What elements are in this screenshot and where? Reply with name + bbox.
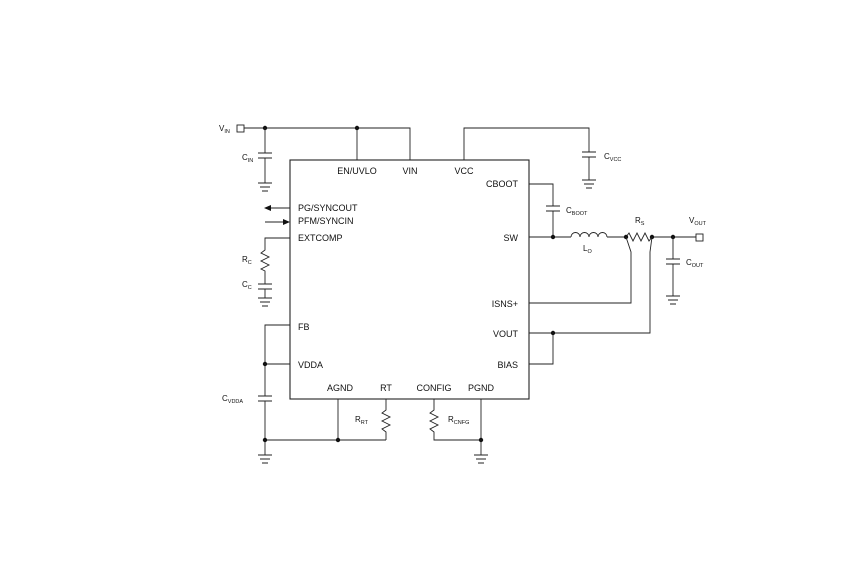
rcnfg-label: RCNFG: [448, 415, 469, 426]
vout-port-label: VOUT: [689, 216, 707, 227]
pin-rt: RT: [380, 383, 392, 393]
extcomp-network: [258, 237, 290, 298]
fb-vdda-wiring: [258, 324, 290, 455]
cvdda-label: CVDDA: [222, 394, 243, 405]
vin-label: VIN: [219, 124, 230, 135]
pin-config: CONFIG: [417, 383, 452, 393]
pin-cboot: CBOOT: [486, 179, 519, 189]
pin-sw: SW: [504, 233, 519, 243]
ground-icon: [258, 454, 272, 464]
vout-sense-wiring: [529, 236, 653, 365]
cvcc-wiring: [463, 127, 596, 180]
resistor-rs: [623, 231, 696, 243]
pin-pg-syncout: PG/SYNCOUT: [298, 203, 358, 213]
cin-label: CIN: [242, 153, 253, 164]
ground-icon: [666, 295, 680, 305]
inductor-lo: [570, 232, 626, 238]
cc-label: CC: [242, 280, 252, 291]
pin-vcc: VCC: [454, 166, 474, 176]
pg-syncout-arrow: [264, 205, 290, 211]
pin-pfm-syncin: PFM/SYNCIN: [298, 216, 354, 226]
rc-label: RC: [242, 255, 252, 266]
pin-bias: BIAS: [497, 360, 518, 370]
vin-port: [236, 124, 245, 133]
sw-node-wiring: [529, 234, 571, 240]
pin-en-uvlo: EN/UVLO: [337, 166, 377, 176]
ground-icon: [258, 182, 272, 192]
pin-vin: VIN: [402, 166, 417, 176]
cout-label: COUT: [686, 258, 704, 269]
pin-fb: FB: [298, 322, 310, 332]
cvcc-label: CVCC: [604, 152, 621, 163]
pin-agnd: AGND: [327, 383, 354, 393]
vin-wiring: [244, 125, 411, 160]
pin-vdda: VDDA: [298, 360, 323, 370]
pin-extcomp: EXTCOMP: [298, 233, 343, 243]
pin-vout: VOUT: [493, 329, 519, 339]
cin-capacitor: [258, 128, 272, 183]
cout-capacitor: [666, 237, 680, 296]
rs-label: RS: [635, 216, 645, 227]
isns-sense-wiring: [529, 236, 632, 304]
agnd-rt-wiring: [262, 399, 392, 443]
rrt-label: RRT: [355, 415, 369, 426]
pin-pgnd: PGND: [468, 383, 495, 393]
ground-icon: [582, 179, 596, 189]
pin-isns: ISNS+: [492, 299, 518, 309]
cboot-wiring: [529, 183, 560, 237]
ground-icon: [474, 454, 488, 464]
cboot-label: CBOOT: [566, 206, 588, 217]
config-pgnd-wiring: [428, 399, 484, 455]
ic-body: [289, 159, 530, 400]
pfm-syncin-arrow: [265, 219, 290, 225]
ground-icon: [258, 297, 272, 307]
vout-port: [695, 233, 704, 242]
lo-label: LO: [583, 244, 592, 255]
